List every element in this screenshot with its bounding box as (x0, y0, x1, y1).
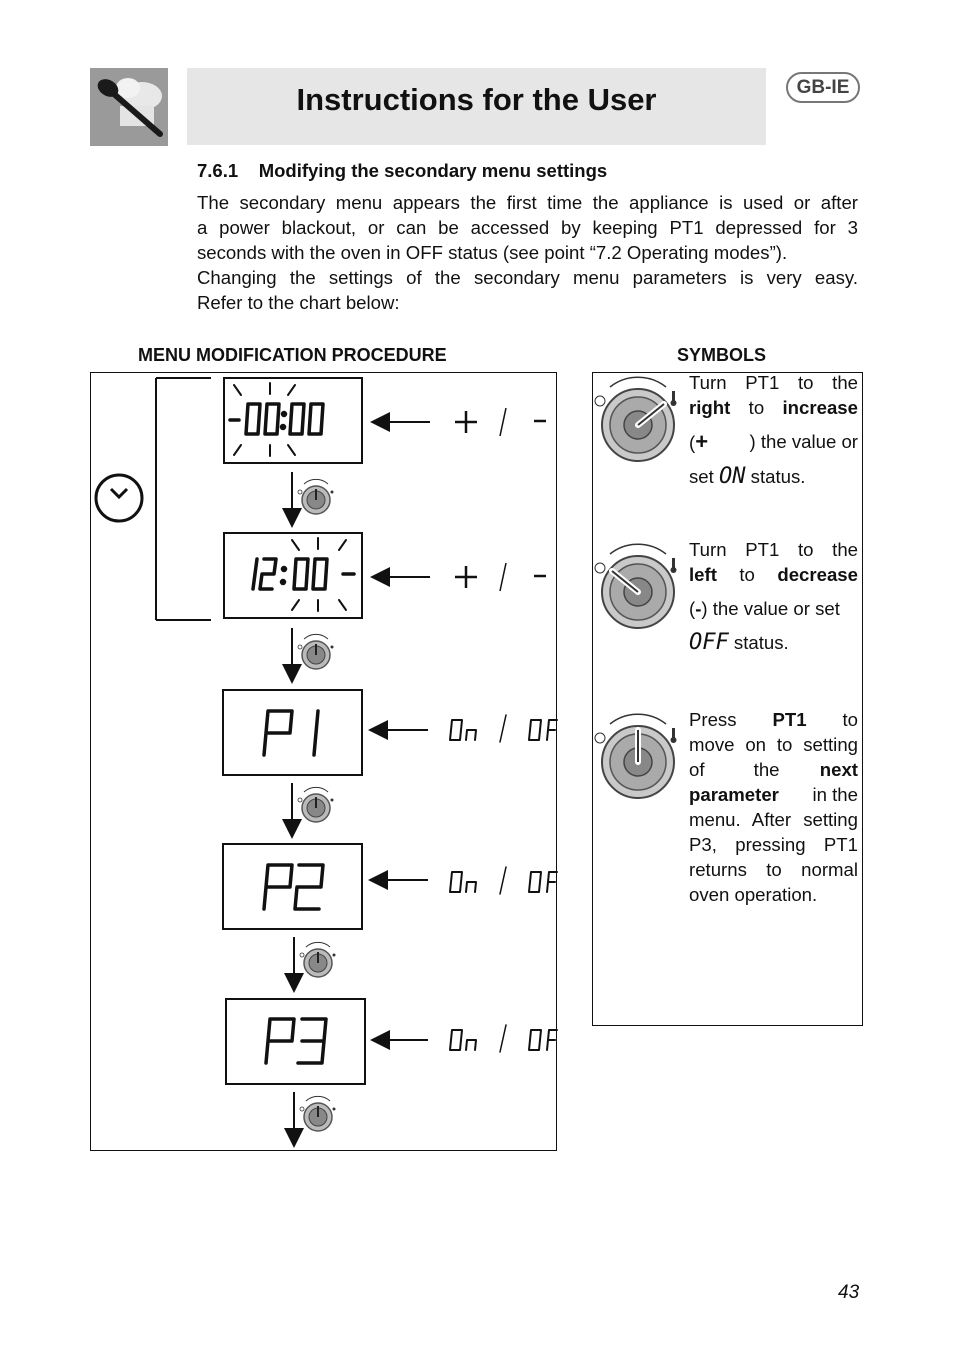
knob-icon (297, 478, 335, 515)
intro-line: The secondary menu appears the first tim… (197, 192, 858, 213)
symbol-press-text: Press PT1 to move on to setting of the n… (689, 707, 858, 907)
symbol-word: to (739, 564, 755, 585)
symbol-text-line: menu. After setting (689, 809, 858, 830)
symbol-word: left (689, 564, 717, 585)
symbol-word: decrease (777, 564, 858, 585)
symbol-text-line: P3, pressing PT1 (689, 834, 858, 855)
symbol-word: in the (812, 784, 859, 805)
header-bar (187, 68, 766, 145)
symbol-word: to (842, 709, 858, 730)
symbol-text-line: (+ ) the value or (689, 429, 858, 455)
knob-press-icon (594, 713, 678, 799)
intro-line: Refer to the chart below: (197, 292, 400, 313)
plus-icon: (+ (689, 429, 709, 454)
symbol-word: parameter (689, 784, 779, 805)
intro-paragraph: The secondary menu appears the first tim… (197, 190, 858, 315)
region-badge: GB-IE (786, 72, 860, 103)
option-arrows (368, 412, 430, 1050)
symbol-text-line: move on to setting (689, 734, 858, 755)
symbol-text-line: right to increase (689, 395, 858, 420)
options-plus-minus-2 (455, 562, 546, 592)
symbol-word: ) the value or (749, 431, 858, 452)
procedure-chart (90, 372, 557, 1151)
procedure-heading: MENU MODIFICATION PROCEDURE (138, 345, 447, 365)
symbol-word: ) the value or set (701, 598, 840, 619)
intro-line: seconds with the oven in OFF status (see… (197, 242, 788, 263)
page-number: 43 (838, 1282, 860, 1303)
symbol-text-line: parameter in the (689, 782, 858, 807)
display-step-4 (222, 843, 363, 930)
symbol-text-line: (-) the value or set (689, 596, 858, 621)
symbol-text-line: left to decrease (689, 562, 858, 587)
symbol-text-line: OFF status. (689, 630, 858, 655)
symbol-turn-left-text: Turn PT1 to the left to decrease (-) the… (689, 537, 858, 655)
knob-icon (297, 633, 335, 670)
symbol-word: next (819, 759, 858, 780)
display-step-5 (225, 998, 366, 1085)
symbol-text-line: Turn PT1 to the (689, 372, 858, 393)
symbols-heading: SYMBOLS (677, 345, 767, 365)
knob-icon (297, 786, 335, 823)
intro-line: a power blackout, or can be accessed by … (197, 217, 858, 238)
symbol-text-line: of the next (689, 757, 858, 782)
symbol-word: of the (689, 759, 780, 780)
options-on-off-1 (449, 714, 558, 743)
display-step-2 (223, 532, 363, 619)
knob-turn-left-icon (594, 543, 678, 629)
knob-turn-right-icon (594, 376, 678, 462)
symbol-word: right (689, 397, 731, 418)
symbol-word: Press (689, 709, 737, 730)
clock-bracket (155, 377, 211, 621)
knob-icon (299, 941, 337, 978)
section-title: 7.6.1 Modifying the secondary menu setti… (197, 160, 608, 181)
on-status-glyph: ON (718, 464, 746, 489)
clock-icon (94, 473, 144, 523)
symbol-word: PT1 (772, 709, 807, 730)
options-plus-minus-1 (455, 407, 546, 437)
symbol-word: increase (782, 397, 858, 418)
symbol-word: status. (733, 632, 789, 653)
symbol-text-line: Press PT1 to (689, 707, 858, 732)
off-status-glyph: OFF (689, 630, 729, 655)
symbol-word: set (689, 466, 714, 487)
symbol-text-line: oven operation. (689, 884, 818, 905)
options-on-off-3 (449, 1024, 558, 1053)
symbol-text-line: returns to normal (689, 859, 858, 880)
display-step-3 (222, 689, 363, 776)
display-step-1 (223, 377, 363, 464)
symbol-turn-right-text: Turn PT1 to the right to increase (+ ) t… (689, 370, 858, 489)
symbol-text-line: set ON status. (689, 464, 858, 489)
brand-logo (90, 68, 168, 146)
step-down-arrows (282, 472, 304, 1148)
symbol-word: status. (750, 466, 806, 487)
minus-icon: (- (689, 598, 702, 619)
symbols-chart (592, 372, 863, 1026)
options-on-off-2 (449, 866, 558, 895)
symbol-text-line: Turn PT1 to the (689, 539, 858, 560)
intro-line: Changing the settings of the secondary m… (197, 267, 858, 288)
knob-icon (299, 1095, 337, 1132)
spoon-chef-hat-icon (97, 78, 163, 137)
symbol-word: to (748, 397, 765, 418)
page-title: Instructions for the User (296, 82, 657, 117)
